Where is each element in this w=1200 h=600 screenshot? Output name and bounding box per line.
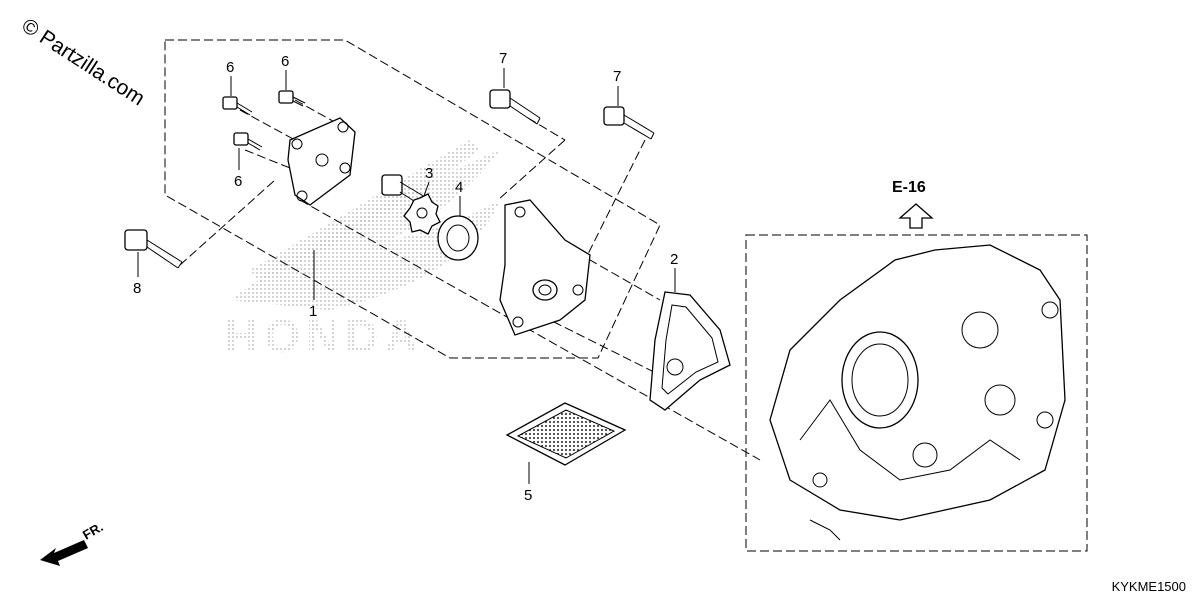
front-direction-arrow <box>40 540 88 566</box>
e16-reference-arrow <box>898 203 934 229</box>
bolt-7-right <box>603 106 655 140</box>
callout-3: 3 <box>425 165 433 182</box>
callout-6-top-right: 6 <box>281 53 289 70</box>
bolt-6-top-right <box>278 90 306 107</box>
callout-2: 2 <box>670 251 678 268</box>
callout-5: 5 <box>524 487 532 504</box>
callout-7-left: 7 <box>499 50 507 67</box>
e16-reference-label: E-16 <box>892 179 926 196</box>
crankcase-reference-box <box>745 234 1088 552</box>
pump-cover-plate <box>287 117 356 206</box>
callout-1: 1 <box>309 303 317 320</box>
bolt-7-left <box>489 89 541 125</box>
callout-6-lower: 6 <box>234 173 242 190</box>
pump-body <box>499 199 591 336</box>
front-direction-label: FR. <box>80 519 106 542</box>
callout-7-right: 7 <box>613 68 621 85</box>
right-crankcase <box>769 244 1066 541</box>
diagram-code: KYKME1500 <box>1111 579 1186 594</box>
bolt-6-lower <box>233 132 263 151</box>
callout-6-top-left: 6 <box>226 59 234 76</box>
assembly-bracket-outline <box>164 39 661 359</box>
inner-rotor-3 <box>403 193 441 235</box>
bolt-6-top-left <box>222 96 253 116</box>
honda-logo-text: HONDA <box>225 310 424 362</box>
outer-rotor-4 <box>437 215 479 261</box>
callout-8: 8 <box>133 280 141 297</box>
bolt-8 <box>124 229 183 269</box>
oil-strainer-5 <box>505 402 627 466</box>
gasket-2 <box>649 291 731 411</box>
honda-wing-logo <box>230 140 500 310</box>
callout-leaders <box>137 68 676 484</box>
callout-4: 4 <box>455 179 463 196</box>
